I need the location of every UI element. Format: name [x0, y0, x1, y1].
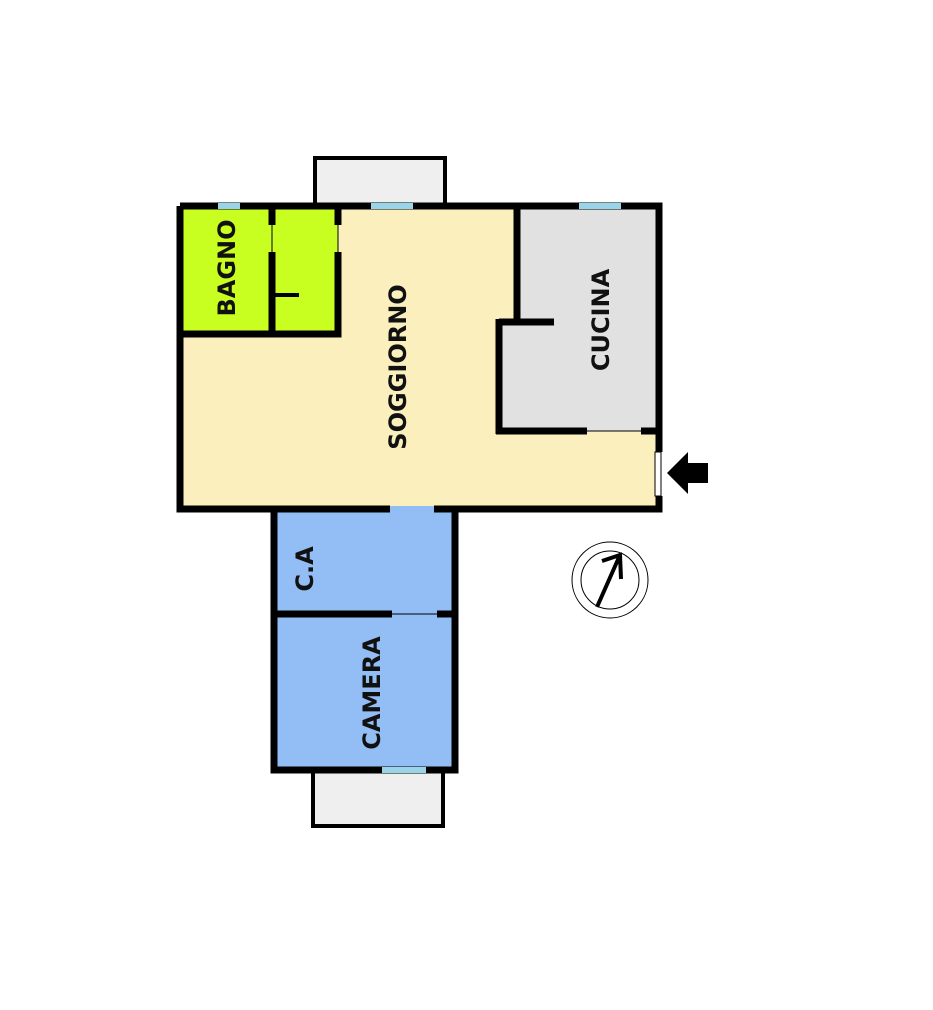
- windows: [218, 203, 621, 773]
- label-camera: CAMERA: [358, 636, 386, 750]
- north-compass-icon: [571, 541, 649, 619]
- walls: [176, 202, 663, 774]
- room-bagno: [183, 209, 338, 334]
- door-lines: [271, 225, 641, 615]
- label-soggiorno: SOGGIORNO: [384, 284, 412, 449]
- ca-doorway: [390, 506, 434, 512]
- entrance-arrow-icon: [667, 452, 708, 494]
- label-cucina: CUCINA: [587, 268, 615, 371]
- entrance-door: [654, 451, 662, 497]
- balcony-bottom: [311, 769, 445, 828]
- room-cucina: [499, 209, 656, 431]
- label-ca: C.A: [291, 546, 319, 592]
- room-camera: [274, 614, 455, 770]
- balcony-top: [313, 156, 447, 208]
- label-bagno: BAGNO: [213, 219, 241, 316]
- room-ca: [274, 509, 455, 614]
